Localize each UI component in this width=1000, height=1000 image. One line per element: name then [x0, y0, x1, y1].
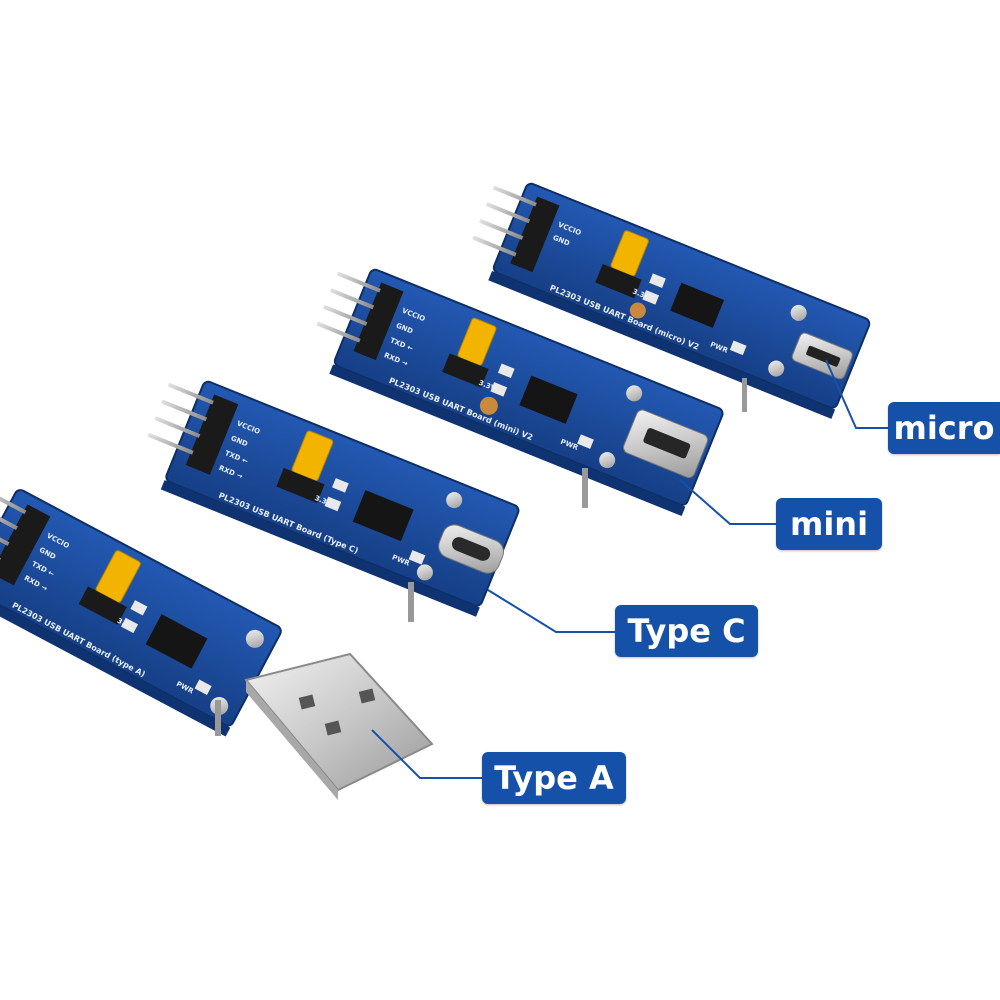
- pin-header-icon: [0, 487, 51, 586]
- chip-icon: [670, 282, 725, 328]
- pin-header-icon: [472, 185, 560, 273]
- pin-header-icon: [147, 382, 239, 475]
- pin-header-icon: [316, 271, 404, 361]
- callout-mini: mini: [776, 498, 882, 550]
- callout-type-a-text: Type A: [494, 759, 614, 797]
- callout-micro: micro: [888, 402, 1000, 454]
- board-mini: PL2303 USB UART Board (mini) V2 VCCIO GN…: [316, 268, 724, 517]
- leader-line-type-c: [487, 589, 615, 633]
- leader-line-mini: [679, 479, 776, 525]
- callout-micro-text: micro: [893, 409, 995, 447]
- usb-type-a-plug-icon: [244, 652, 434, 800]
- callout-type-c-text: Type C: [627, 612, 746, 650]
- callout-mini-text: mini: [789, 505, 869, 543]
- mini-usb-port-icon: [622, 409, 709, 479]
- board-type-c: PL2303 USB UART Board (Type C) VCCIO GND…: [147, 380, 520, 617]
- board-type-a: PL2303 USB UART Board (type A) VCCIO GND…: [0, 487, 282, 737]
- standoff: [742, 378, 747, 412]
- jumper-icon: [95, 550, 141, 603]
- standoff: [408, 582, 414, 622]
- chip-icon: [519, 375, 578, 424]
- callout-type-a: Type A: [482, 752, 626, 804]
- usb-type-c-port-icon: [438, 524, 504, 574]
- standoff: [582, 468, 588, 508]
- chip-icon: [145, 614, 208, 669]
- standoff: [215, 700, 221, 736]
- chip-icon: [352, 490, 414, 542]
- micro-usb-port-icon: [791, 332, 853, 380]
- leader-line-type-a: [371, 729, 482, 779]
- jumper-icon: [610, 230, 649, 277]
- callout-type-c: Type C: [615, 605, 758, 657]
- leader-line-micro: [825, 359, 888, 429]
